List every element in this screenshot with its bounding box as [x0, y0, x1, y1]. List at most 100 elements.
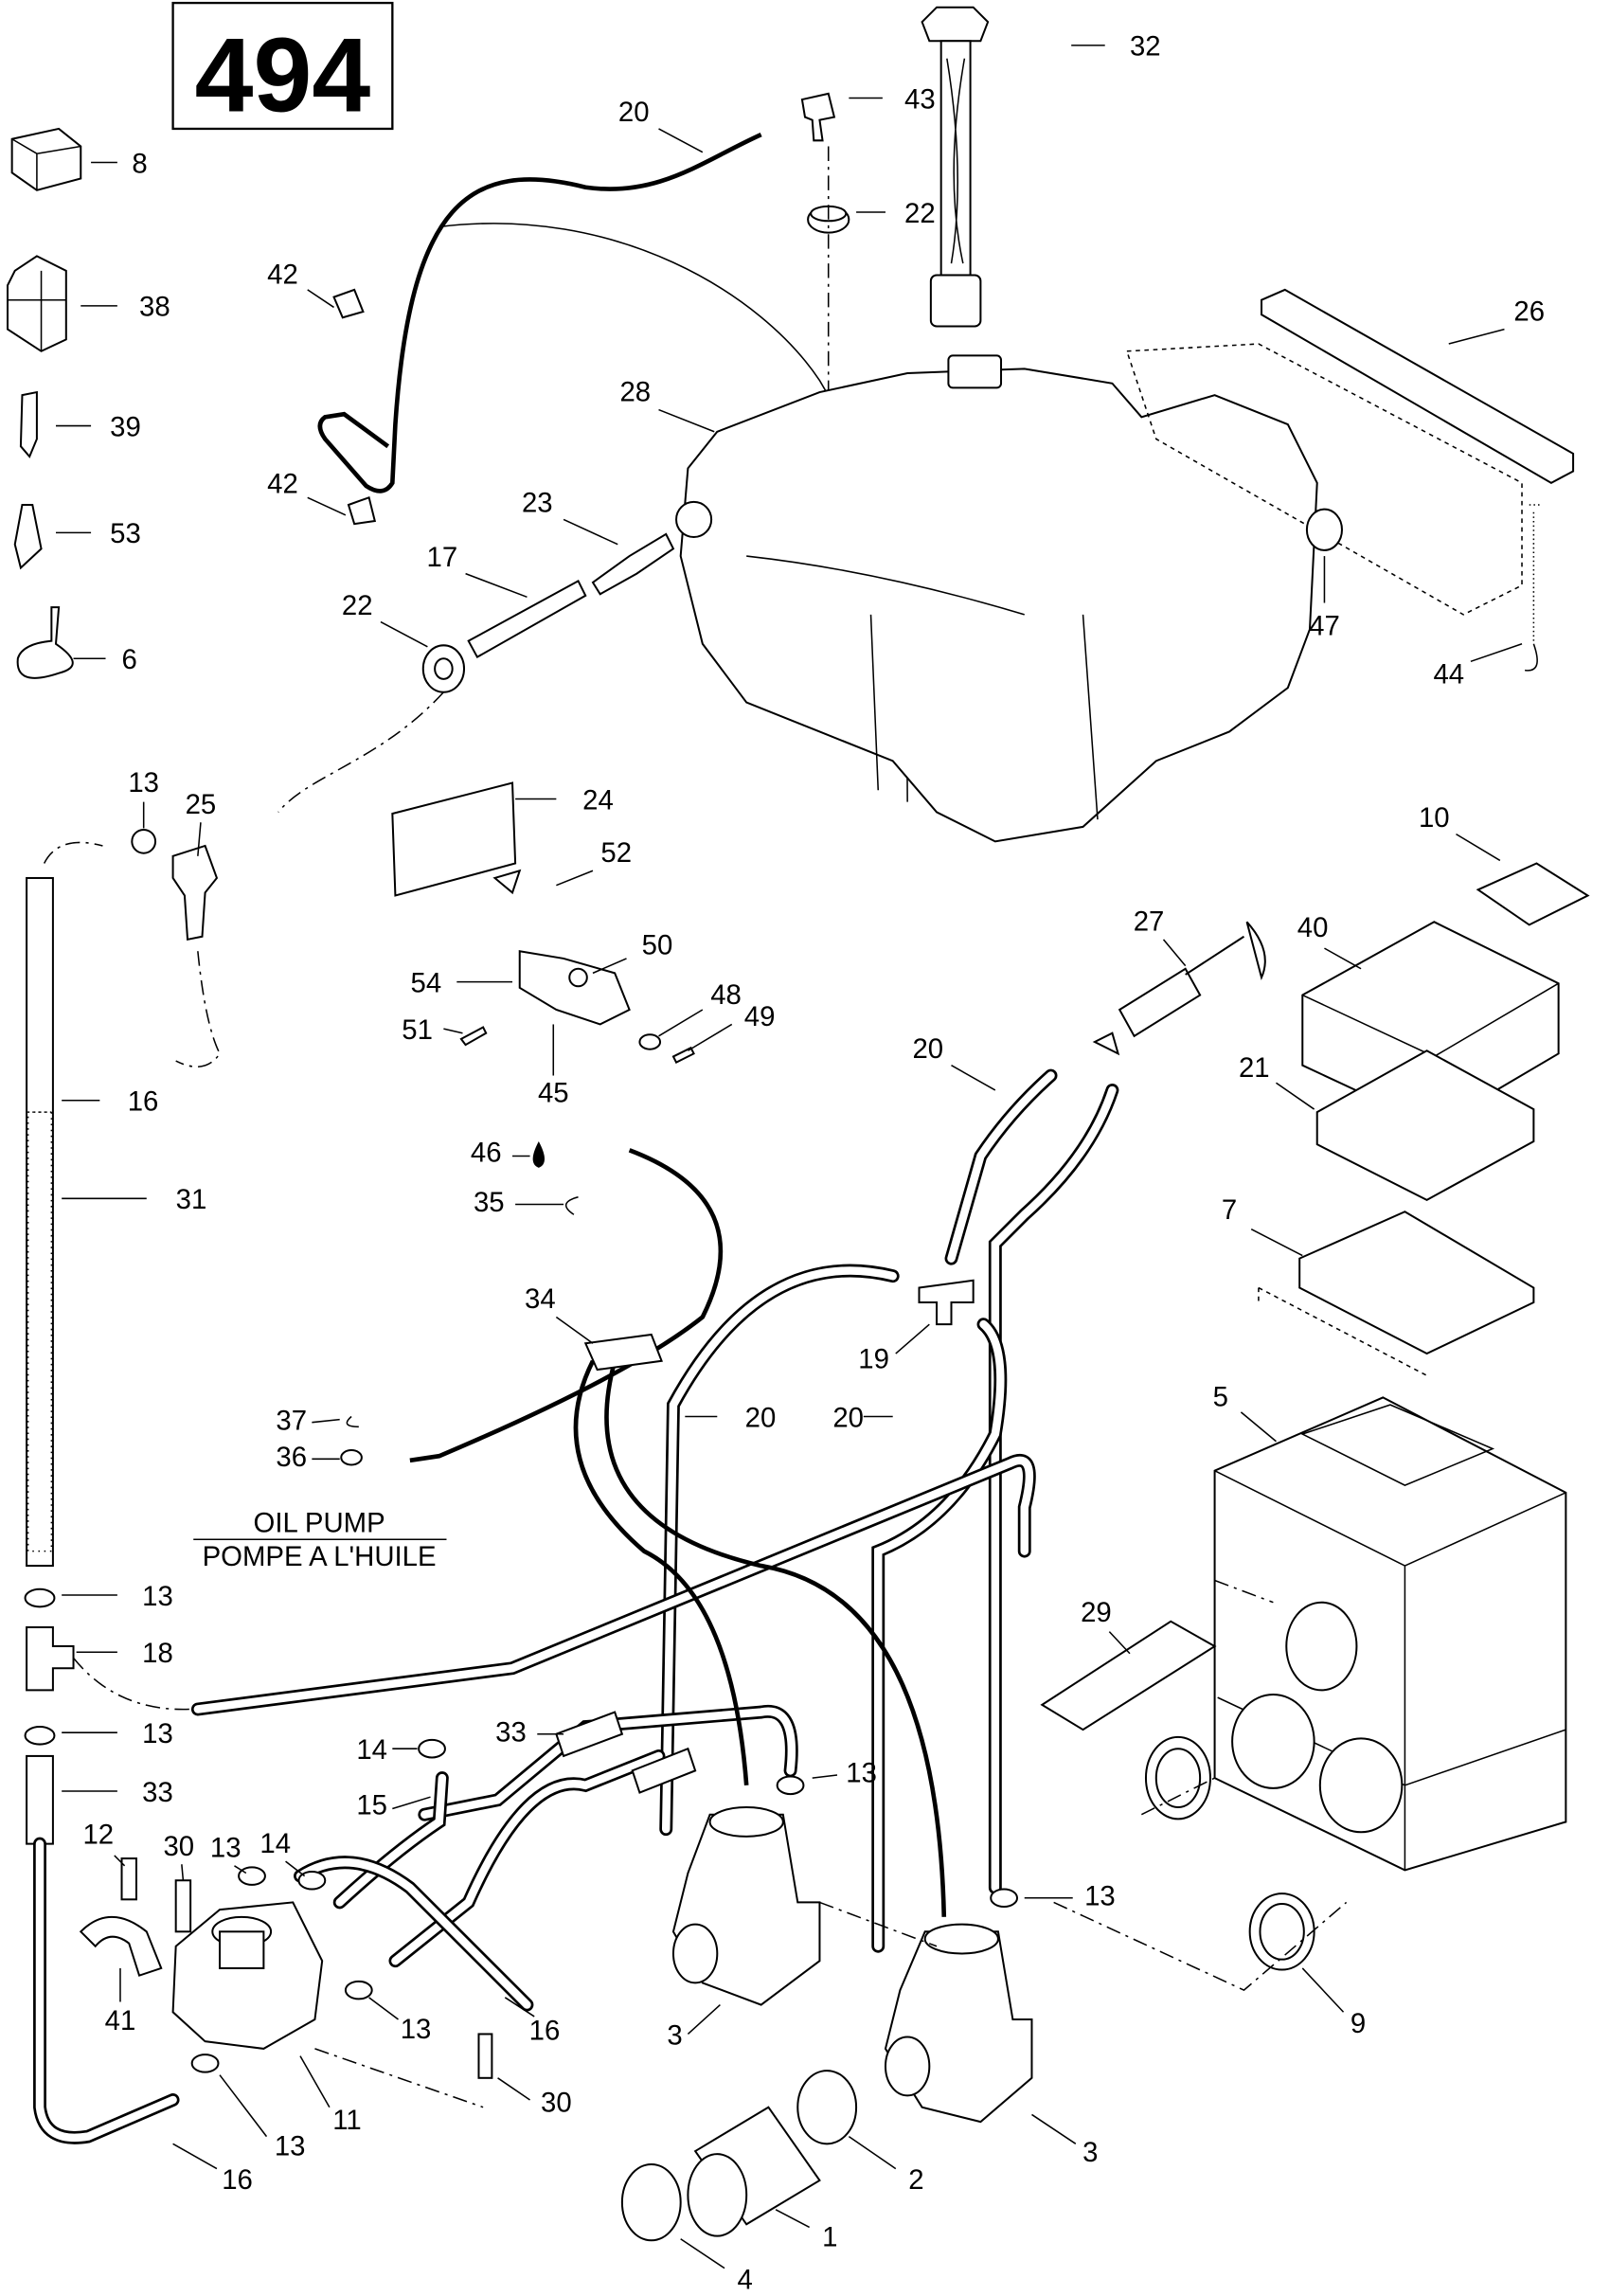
- clip-37: [346, 1415, 359, 1428]
- hoses: [190, 1068, 1119, 2012]
- fuel-sender-32: [921, 6, 990, 328]
- boot-9-b: [1248, 1892, 1315, 1971]
- part-callout: 2: [908, 2164, 923, 2196]
- airbox-5: [1213, 1396, 1567, 1872]
- part-callout: 14: [356, 1734, 387, 1766]
- boot-1: [687, 2106, 821, 2237]
- page-number: 494: [195, 15, 371, 134]
- part-callout: 16: [529, 2016, 561, 2047]
- part-callout: 13: [846, 1758, 877, 1789]
- screw-51: [459, 1026, 488, 1047]
- leader-line: [658, 408, 715, 433]
- leader-line: [592, 958, 627, 975]
- clip-35: [565, 1196, 579, 1215]
- oil-pump-label-en: OIL PUMP: [254, 1508, 385, 1539]
- part-callout: 50: [642, 929, 673, 960]
- fitting-23: [591, 532, 675, 596]
- connector-38: [7, 255, 67, 352]
- sleeves-33: [555, 1711, 697, 1794]
- carburetor-3-right: [884, 1923, 1033, 2124]
- fuel-tank-28: [675, 354, 1318, 843]
- leader-line: [172, 2143, 218, 2170]
- part-callout: 53: [110, 518, 141, 549]
- leader-line: [368, 1997, 399, 2020]
- part-callout: 20: [912, 1033, 943, 1065]
- part-callout: 35: [474, 1187, 505, 1218]
- leader-line: [307, 289, 334, 309]
- grommet-22: [421, 644, 466, 693]
- leader-line: [658, 128, 704, 153]
- leader-line: [556, 870, 594, 887]
- clamp-13-a: [24, 1587, 56, 1608]
- tee-19: [918, 1279, 975, 1326]
- part-callout: 14: [259, 1828, 291, 1859]
- part-callout: 37: [276, 1405, 307, 1436]
- part-callout: 39: [110, 411, 141, 442]
- part-callout: 52: [600, 837, 632, 869]
- part-callout: 42: [267, 260, 298, 291]
- leader-line: [181, 1864, 185, 1881]
- part-callout: 6: [122, 644, 137, 675]
- leader-line: [219, 2074, 268, 2138]
- leader-line: [775, 2209, 810, 2229]
- clip-42: [332, 288, 365, 319]
- leader-line: [497, 2077, 530, 2101]
- screw-49: [671, 1046, 695, 1064]
- part-callout: 13: [142, 1581, 173, 1612]
- oil-pump-label: OIL PUMP POMPE A L'HUILE: [193, 1508, 447, 1572]
- leader-line: [1448, 328, 1505, 345]
- leader-line: [465, 572, 528, 599]
- leader-line: [1240, 1411, 1277, 1443]
- leader-line: [312, 1418, 340, 1424]
- clamp-2: [796, 2070, 858, 2145]
- grommet-47: [1305, 508, 1343, 551]
- clamp-13-b: [24, 1726, 56, 1746]
- elbow-43: [800, 92, 836, 142]
- part-callout: 27: [1134, 906, 1165, 938]
- leader-line: [563, 518, 618, 546]
- sleeve-33-left: [26, 1754, 54, 1845]
- part-callout: 32: [1130, 31, 1161, 63]
- part-callout: 41: [105, 2005, 136, 2036]
- leader-line: [1031, 2113, 1077, 2144]
- part-callout: 12: [82, 1820, 114, 1851]
- spring-44: [1524, 504, 1540, 672]
- part-callout: 16: [222, 2164, 253, 2196]
- part-callout: 43: [904, 83, 936, 115]
- leader-line: [555, 1316, 594, 1344]
- clip-42-lower: [347, 495, 377, 526]
- part-callout: 30: [163, 1831, 194, 1862]
- part-callout: 33: [495, 1716, 527, 1748]
- part-callout: 13: [401, 2014, 432, 2045]
- part-callout: 3: [667, 2019, 682, 2051]
- drop-46: [532, 1141, 546, 1168]
- leader-line: [1250, 1229, 1303, 1257]
- clamp-4: [620, 2162, 682, 2242]
- connector-8: [10, 127, 82, 191]
- part-callout: 42: [267, 469, 298, 500]
- part-callout: 20: [745, 1402, 777, 1433]
- part-callout: 47: [1309, 611, 1340, 642]
- terminal-53: [13, 503, 43, 570]
- oil-pump-label-fr: POMPE A L'HUILE: [203, 1541, 437, 1572]
- leader-line: [307, 496, 347, 516]
- tee-18: [26, 1625, 75, 1692]
- terminal-39: [19, 390, 38, 458]
- part-callout: 40: [1297, 912, 1329, 943]
- part-callout: 16: [128, 1086, 159, 1118]
- leader-line: [951, 1065, 996, 1091]
- part-callout: 21: [1239, 1052, 1270, 1084]
- part-callout: 51: [402, 1014, 433, 1046]
- plate-7: [1258, 1211, 1535, 1376]
- part-callout: 13: [210, 1833, 242, 1864]
- page-number-box: 494: [171, 1, 394, 134]
- part-callout: 13: [1084, 1881, 1116, 1912]
- leader-line: [848, 2135, 897, 2170]
- part-callout: 7: [1222, 1194, 1237, 1226]
- part-callout: 13: [142, 1718, 173, 1749]
- leader-line: [197, 822, 202, 856]
- leader-line: [504, 1997, 535, 2018]
- part-callout: 5: [1213, 1382, 1228, 1413]
- leader-line: [1276, 1082, 1315, 1110]
- part-callout: 24: [582, 784, 614, 816]
